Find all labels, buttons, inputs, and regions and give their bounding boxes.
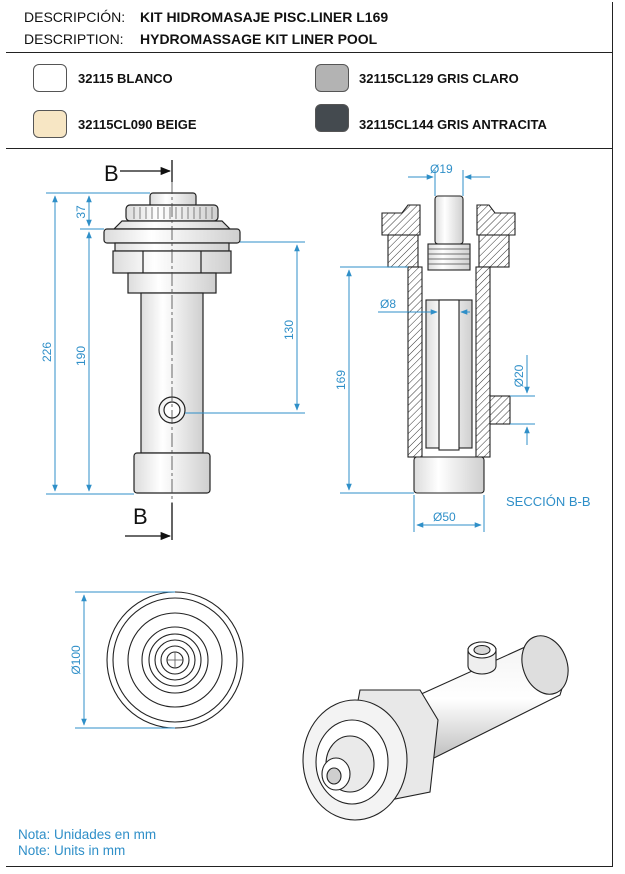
swatch-blanco bbox=[33, 64, 67, 92]
variant-label-blanco: 32115 BLANCO bbox=[78, 71, 173, 86]
section-inlet bbox=[489, 395, 511, 425]
drawing-frame bbox=[6, 2, 613, 867]
variant-label-gris-claro: 32115CL129 GRIS CLARO bbox=[359, 71, 519, 86]
iso-base-end bbox=[521, 635, 569, 695]
section-venturi bbox=[438, 299, 460, 451]
section-nut-left bbox=[387, 234, 419, 268]
top-dimension-lines bbox=[75, 591, 175, 729]
section-flange-left bbox=[381, 204, 421, 236]
dim-inner-diameter: Ø8 bbox=[380, 297, 396, 311]
dim-section-height: 169 bbox=[334, 370, 348, 390]
description-en-label: DESCRIPTION: bbox=[24, 31, 124, 47]
section-letter-top: B bbox=[104, 161, 119, 186]
description-en-value: HYDROMASSAGE KIT LINER POOL bbox=[140, 31, 378, 47]
swatch-gris-antracita bbox=[315, 104, 349, 132]
section-letter-bottom: B bbox=[133, 504, 148, 529]
swatch-beige bbox=[33, 110, 67, 138]
section-marker-bottom: B bbox=[125, 503, 173, 541]
dim-flange-diameter: Ø100 bbox=[69, 645, 83, 675]
dim-overall-height: 226 bbox=[40, 342, 54, 362]
section-wall-left bbox=[407, 266, 423, 458]
note-en: Note: Units in mm bbox=[18, 843, 126, 858]
section-marker-top: B bbox=[104, 160, 173, 186]
swatch-gris-claro bbox=[315, 64, 349, 92]
header-divider bbox=[6, 52, 612, 53]
section-nozzle-thread bbox=[427, 243, 471, 271]
note-es: Nota: Unidades en mm bbox=[18, 827, 157, 842]
section-view bbox=[381, 195, 516, 494]
section-title: SECCIÓN B-B bbox=[506, 494, 591, 509]
section-nozzle bbox=[434, 195, 464, 245]
dim-base-diameter: Ø50 bbox=[433, 510, 456, 524]
dim-thread-to-inlet: 130 bbox=[282, 320, 296, 340]
description-es-label: DESCRIPCIÓN: bbox=[24, 9, 126, 25]
section-flange-right bbox=[476, 204, 516, 236]
section-dimension-lines bbox=[340, 170, 535, 532]
iso-nozzle-hole bbox=[326, 767, 342, 785]
isometric-view bbox=[302, 635, 569, 821]
dim-body-height: 190 bbox=[74, 346, 88, 366]
front-grip-texture bbox=[133, 207, 213, 219]
dim-inlet-diameter: Ø20 bbox=[512, 364, 526, 387]
dim-nozzle-diameter: Ø19 bbox=[430, 162, 453, 176]
variant-label-gris-antracita: 32115CL144 GRIS ANTRACITA bbox=[359, 117, 547, 132]
section-threads bbox=[428, 248, 470, 265]
variants-divider bbox=[6, 148, 612, 149]
variant-label-beige: 32115CL090 BEIGE bbox=[78, 117, 197, 132]
dim-head-height: 37 bbox=[74, 205, 88, 219]
section-wall-right bbox=[475, 266, 491, 458]
front-dimension-lines bbox=[46, 192, 305, 495]
section-base bbox=[413, 456, 485, 494]
top-view bbox=[106, 591, 244, 729]
description-es-value: KIT HIDROMASAJE PISC.LINER L169 bbox=[140, 9, 389, 25]
section-nut-right bbox=[478, 234, 510, 268]
